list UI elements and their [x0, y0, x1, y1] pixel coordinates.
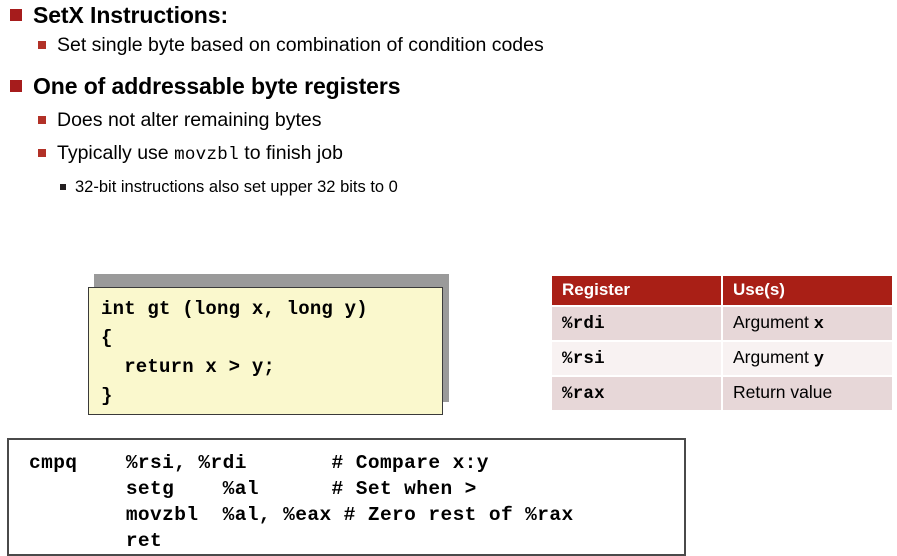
bullet-text: SetX Instructions:	[33, 2, 229, 28]
bullet-text: One of addressable byte registers	[33, 73, 401, 99]
table-header-row: Register Use(s)	[552, 276, 892, 307]
bullet-item-32-bit-instructions: 32-bit instructions also set upper 32 bi…	[0, 175, 897, 199]
bullet-item-set-single-byte: Set single byte based on combination of …	[0, 32, 897, 59]
bullet-square-icon	[10, 9, 22, 21]
c-code-block: int gt (long x, long y) { return x > y; …	[88, 268, 449, 415]
bullet-item-does-not-alter: Does not alter remaining bytes	[0, 107, 897, 134]
register-name: %rsi	[562, 349, 605, 369]
table-row: %rsi Argument y	[552, 341, 892, 377]
bullet-text: 32-bit instructions also set upper 32 bi…	[75, 178, 398, 196]
bullet-item-typically-use-movzbl: Typically use movzbl to finish job	[0, 140, 897, 169]
column-header-register: Register	[552, 276, 722, 307]
c-code-text: int gt (long x, long y) { return x > y; …	[88, 287, 443, 415]
register-name: %rdi	[562, 314, 605, 334]
bullet-square-icon	[10, 80, 22, 92]
bullet-square-icon	[38, 41, 46, 49]
bullet-text: Typically use movzbl to finish job	[57, 140, 343, 169]
use-text: Argument	[733, 312, 814, 332]
bullet-item-addressable-byte-registers: One of addressable byte registers	[0, 71, 897, 101]
use-variable: y	[813, 350, 824, 369]
bullet-list: SetX Instructions: Set single byte based…	[0, 0, 897, 200]
bullet-item-setx-instructions: SetX Instructions:	[0, 0, 897, 30]
cell-register: %rsi	[552, 341, 722, 377]
bullet-text-before: Typically use	[57, 142, 175, 164]
assembly-code-block: cmpq %rsi, %rdi # Compare x:y setg %al #…	[7, 437, 686, 556]
register-name: %rax	[562, 384, 605, 404]
cell-use: Return value	[721, 376, 892, 412]
table-row: %rdi Argument x	[552, 306, 892, 342]
register-usage-table: Register Use(s) %rdi Argument x %rsi Arg…	[552, 276, 892, 412]
column-header-uses: Use(s)	[721, 276, 892, 307]
bullet-square-icon	[38, 149, 46, 157]
use-text: Return value	[733, 382, 833, 402]
inline-code-movzbl: movzbl	[174, 145, 239, 165]
table-row: %rax Return value	[552, 376, 892, 412]
bullet-text-after: to finish job	[238, 142, 343, 164]
use-variable: x	[813, 315, 824, 334]
cell-use: Argument y	[721, 341, 892, 377]
use-text: Argument	[733, 347, 814, 367]
bullet-square-icon	[60, 184, 66, 190]
bullet-text: Set single byte based on combination of …	[57, 34, 544, 56]
cell-register: %rdi	[552, 306, 722, 342]
bullet-square-icon	[38, 116, 46, 124]
cell-use: Argument x	[721, 306, 892, 342]
bullet-text: Does not alter remaining bytes	[57, 109, 322, 131]
cell-register: %rax	[552, 376, 722, 412]
